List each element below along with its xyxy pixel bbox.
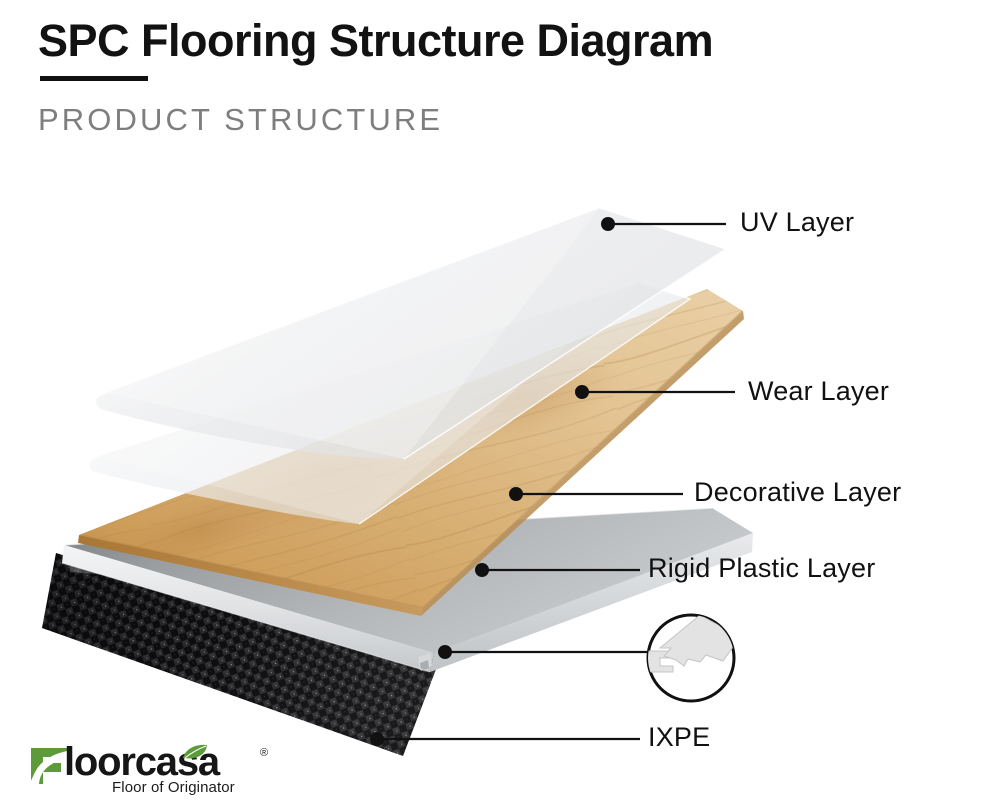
registered-trademark-symbol: ® (260, 747, 269, 759)
header: SPC Flooring Structure Diagram PRODUCT S… (0, 0, 1000, 160)
leader-ixpe (370, 732, 640, 746)
leader-rigid-plastic (475, 563, 640, 577)
leader-decorative (509, 487, 683, 501)
leader-uv (601, 217, 726, 231)
callout-label-rigid-plastic-layer: Rigid Plastic Layer (648, 553, 876, 583)
click-lock-detail-callout (646, 613, 736, 703)
layer-shape-uv (94, 207, 728, 460)
page-title: SPC Flooring Structure Diagram (38, 15, 714, 66)
callout-label-decorative-layer: Decorative Layer (694, 477, 902, 507)
leader-wear (575, 385, 735, 399)
page-subtitle: PRODUCT STRUCTURE (38, 102, 444, 137)
floorcasa-f-mark-icon (29, 748, 67, 785)
title-underline-accent (40, 76, 148, 81)
brand-logo: loorcasa ® Floor of Originator (28, 742, 288, 796)
callout-label-ixpe: IXPE (648, 722, 711, 752)
callout-label-uv-layer: UV Layer (740, 207, 855, 237)
leader-click-lock (438, 645, 648, 659)
logo-tagline: Floor of Originator (112, 779, 235, 796)
callout-leaders (370, 217, 735, 746)
callout-label-wear-layer: Wear Layer (748, 376, 890, 406)
leaf-icon (183, 744, 207, 759)
layer-shape-ixpe (42, 553, 443, 756)
